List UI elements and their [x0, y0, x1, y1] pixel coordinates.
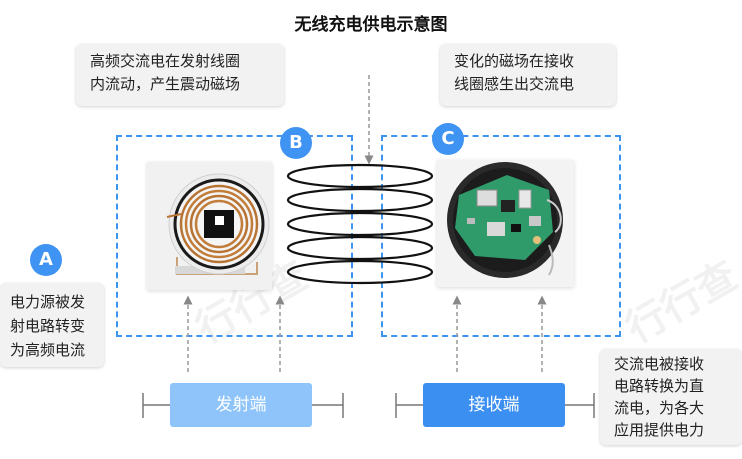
callout-line: 线圈感生出交流电 [454, 75, 575, 93]
callout-line: 变化的磁场在接收 [454, 52, 575, 70]
callout-power-source: 电力源被发 射电路转变 为高频电流 [0, 283, 104, 367]
receiver-pcb-photo [437, 160, 574, 287]
badge-c: C [432, 123, 464, 155]
receiver-pcb-illustration [437, 160, 574, 287]
callout-line: 电路转换为直 [614, 377, 705, 395]
receiver-end-box: 接收端 [423, 383, 565, 427]
transmitter-end-box: 发射端 [170, 383, 312, 427]
transmitter-bracket [142, 393, 344, 418]
callout-line: 为高频电流 [10, 341, 86, 359]
badge-b: B [280, 127, 312, 159]
callout-line: 内流动，产生震动磁场 [90, 75, 241, 93]
transmitter-coil-illustration [147, 162, 272, 290]
callout-transmit-coil: 高频交流电在发射线圈 内流动，产生震动磁场 [76, 44, 284, 106]
transmitter-coil-photo [147, 162, 272, 290]
callout-line: 高频交流电在发射线圈 [90, 52, 241, 70]
callout-line: 应用提供电力 [614, 421, 705, 439]
callout-line: 射电路转变 [10, 317, 86, 335]
callout-line: 流电，为各大 [614, 399, 705, 417]
receiver-region [381, 135, 621, 337]
callout-receive-coil: 变化的磁场在接收 线圈感生出交流电 [440, 44, 616, 106]
callout-output: 交流电被接收 电路转换为直 流电，为各大 应用提供电力 [600, 349, 742, 445]
receiver-bracket [395, 393, 595, 418]
callout-line: 电力源被发 [10, 293, 86, 311]
callout-line: 交流电被接收 [614, 355, 705, 373]
page-title: 无线充电供电示意图 [294, 15, 448, 35]
badge-a: A [30, 244, 62, 276]
magnetic-coil [286, 163, 434, 285]
